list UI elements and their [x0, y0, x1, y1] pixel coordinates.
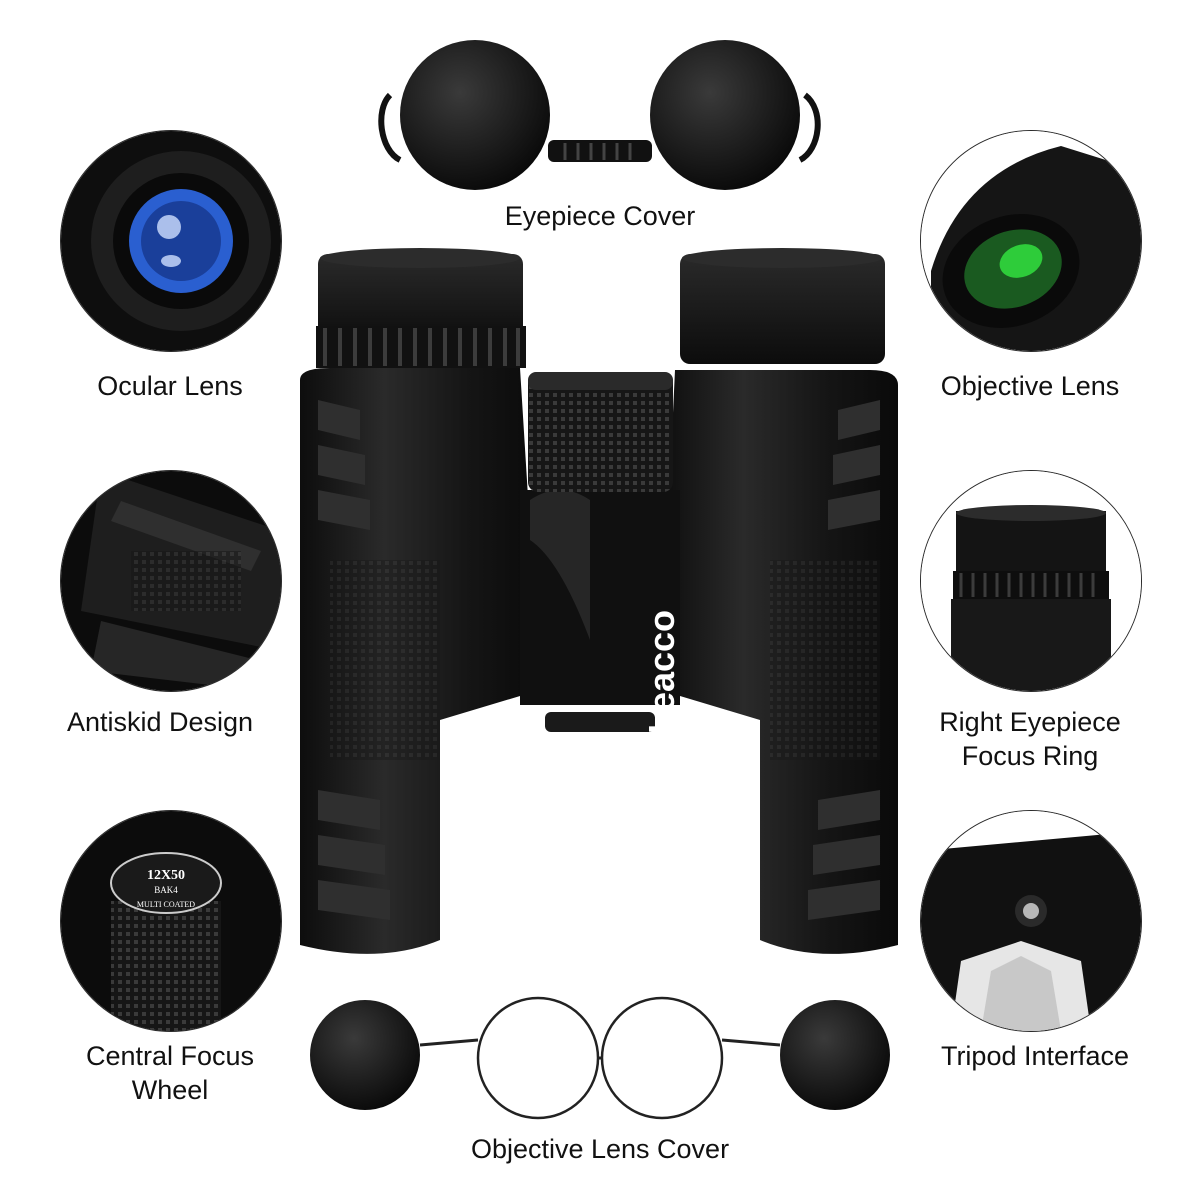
objective-lens-cover-label: Objective Lens Cover: [470, 1134, 730, 1164]
eyepiece-cover-label: Eyepiece Cover: [504, 201, 696, 231]
right-eyepiece-label-line2: Focus Ring: [961, 740, 1099, 771]
focus-wheel-coating: MULTI COATED: [137, 900, 195, 909]
objective-lens-detail: [920, 130, 1142, 352]
brand-logo: Leacco: [641, 609, 682, 735]
tripod-interface-label: Tripod Interface: [940, 1041, 1130, 1071]
antiskid-design-label: Antiskid Design: [66, 707, 254, 737]
objective-lens-cover-image: [310, 996, 890, 1120]
central-focus-wheel-detail: 12X50 BAK4 MULTI COATED: [60, 810, 282, 1032]
objective-lens-label: Objective Lens: [940, 371, 1120, 401]
antiskid-design-detail: [60, 470, 282, 692]
focus-wheel-prism: BAK4: [154, 885, 178, 895]
left-barrel: [300, 248, 540, 954]
right-eyepiece-label-line1: Right Eyepiece: [939, 707, 1121, 737]
tripod-interface-detail: [920, 810, 1142, 1032]
ocular-lens-detail: [60, 130, 282, 352]
bridge: [520, 372, 680, 732]
central-focus-label-line2: Wheel: [131, 1074, 209, 1105]
right-eyepiece-focus-ring-detail: [920, 470, 1142, 692]
right-eyepiece-focus-ring-label: Right Eyepiece Focus Ring: [890, 706, 1170, 774]
central-focus-label-line1: Central Focus: [85, 1041, 255, 1071]
eyepiece-cover-image: [378, 40, 821, 190]
focus-wheel-spec: 12X50: [147, 868, 185, 883]
right-barrel: [660, 248, 898, 954]
central-focus-wheel-label: Central Focus Wheel: [40, 1040, 300, 1108]
ocular-lens-label: Ocular Lens: [97, 371, 243, 401]
